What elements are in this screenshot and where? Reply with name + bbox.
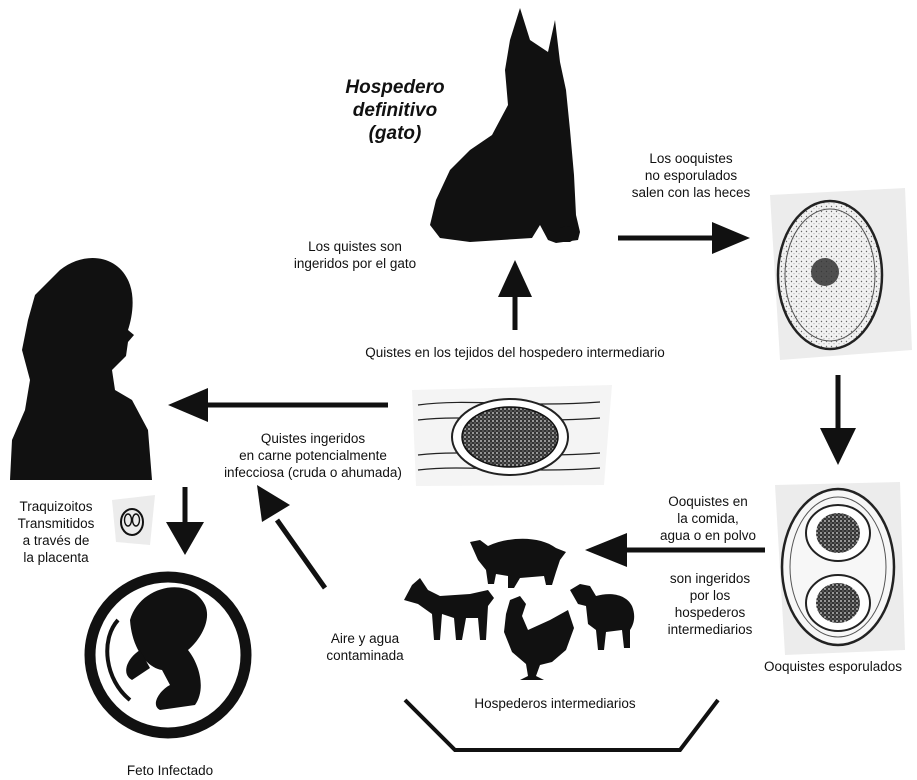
label-ingested-by-hosts: son ingeridos por los hospederos interme… [650, 570, 770, 638]
label-oocysts-in-food: Ooquistes en la comida, agua o en polvo [648, 493, 768, 544]
tissue-cyst-icon [412, 385, 612, 486]
label-tachyzoites: Traquizoitos Transmitidos a través de la… [0, 498, 112, 566]
definitive-host-title: Hospedero definitivo (gato) [340, 76, 450, 145]
sheep-icon [570, 584, 634, 650]
arrow-air-water-to-meat [257, 485, 325, 588]
arrow-oocyst-down [820, 375, 856, 465]
woman-silhouette-icon [10, 258, 152, 480]
unsporulated-oocyst-icon [770, 188, 912, 360]
arrow-to-woman [168, 388, 388, 422]
label-tissue-cysts: Quistes en los tejidos del hospedero int… [320, 344, 710, 361]
label-infected-fetus: Feto Infectado [110, 762, 230, 779]
pig-icon [470, 539, 566, 588]
label-air-water: Aire y agua contaminada [310, 630, 420, 664]
rooster-icon [504, 596, 574, 680]
tachyzoite-icon [112, 495, 155, 545]
label-cysts-eaten-by-cat: Los quistes son ingeridos por el gato [270, 238, 440, 272]
fetus-icon [90, 577, 246, 733]
label-sporulated-oocysts: Ooquistes esporulados [752, 658, 914, 675]
arrow-woman-to-fetus [166, 487, 204, 555]
arrow-cat-to-oocyst [618, 222, 750, 254]
cat-silhouette-icon [430, 8, 580, 243]
label-oocysts-shed: Los ooquistes no esporulados salen con l… [606, 150, 776, 201]
label-intermediate-hosts: Hospederos intermediarios [440, 695, 670, 712]
arrow-up-to-cat [498, 260, 532, 330]
sporulated-oocyst-icon [775, 482, 905, 655]
label-cysts-ingested-meat: Quistes ingeridos en carne potencialment… [218, 430, 408, 481]
